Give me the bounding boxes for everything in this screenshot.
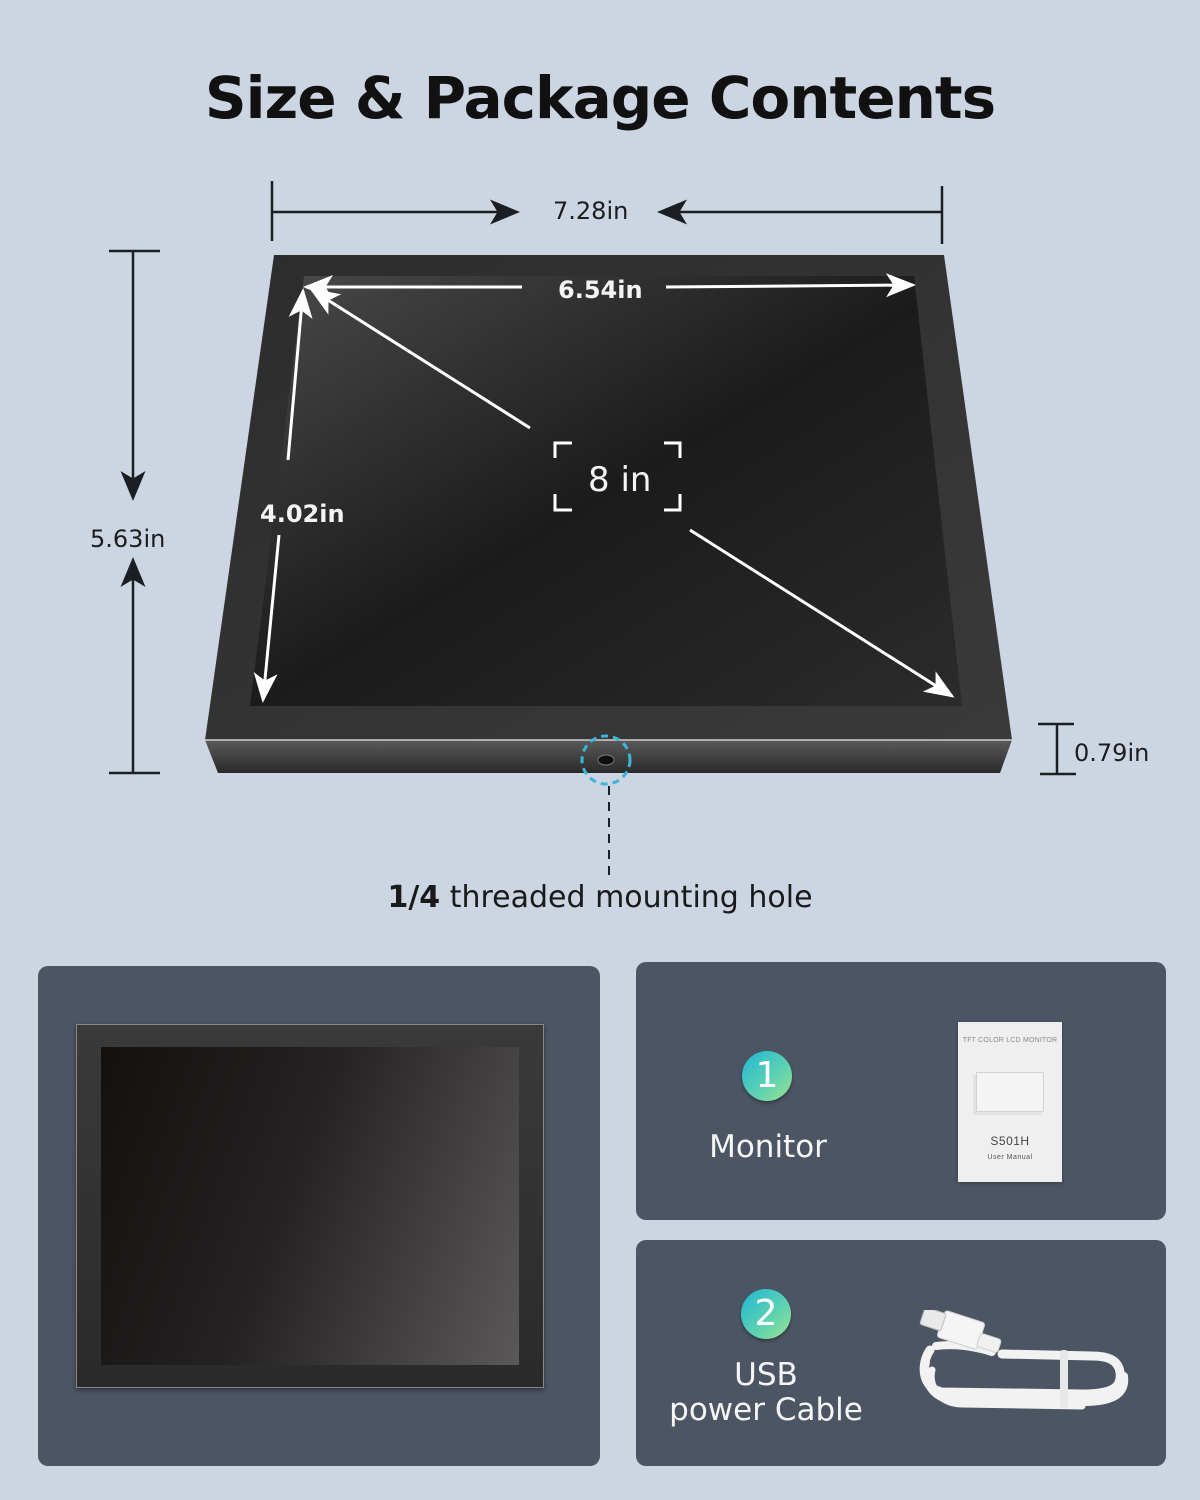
mounting-hole-marker [580, 734, 632, 876]
manual-subtitle: User Manual [987, 1154, 1033, 1161]
usb-cable-icon [919, 1310, 1129, 1410]
screen-width-label: 6.54in [558, 276, 643, 304]
diagonal-label: 8 in [588, 460, 652, 500]
depth-label: 0.79in [1074, 739, 1150, 767]
screen-height-label: 4.02in [260, 500, 345, 528]
monitor-front-screen [101, 1047, 519, 1365]
monitor-screen [250, 276, 962, 706]
item-label: Monitor [709, 1129, 827, 1165]
user-manual-image: TFT COLOR LCD MONITOR S501H User Manual [958, 1022, 1062, 1182]
item-label-line2: power Cable [669, 1392, 863, 1428]
package-item-monitor: 1 Monitor TFT COLOR LCD MONITOR S501H Us… [636, 962, 1166, 1220]
package-item-usb-cable: 2 USB power Cable [636, 1240, 1166, 1466]
item-label-line1: USB [734, 1357, 798, 1393]
mounting-hole-size: 1/4 [387, 880, 441, 915]
monitor-dimension-diagram [109, 181, 1076, 876]
item-number-badge: 1 [742, 1051, 792, 1101]
outer-width-dimension [270, 181, 944, 244]
mounting-hole-text: threaded mounting hole [440, 880, 813, 915]
monitor-front-panel [38, 966, 600, 1466]
diagonal-label-frame [553, 441, 682, 512]
manual-illustration [976, 1072, 1044, 1112]
mounting-hole-caption: 1/4 threaded mounting hole [0, 880, 1200, 915]
manual-model: S501H [990, 1134, 1030, 1148]
outer-height-dimension [109, 249, 160, 775]
outer-height-label: 5.63in [90, 525, 166, 553]
manual-header: TFT COLOR LCD MONITOR [962, 1037, 1058, 1044]
monitor-front-image [76, 1024, 544, 1388]
page-title: Size & Package Contents [204, 64, 996, 132]
outer-width-label: 7.28in [553, 197, 629, 225]
depth-dimension [1038, 722, 1076, 776]
item-number-badge: 2 [741, 1289, 791, 1339]
